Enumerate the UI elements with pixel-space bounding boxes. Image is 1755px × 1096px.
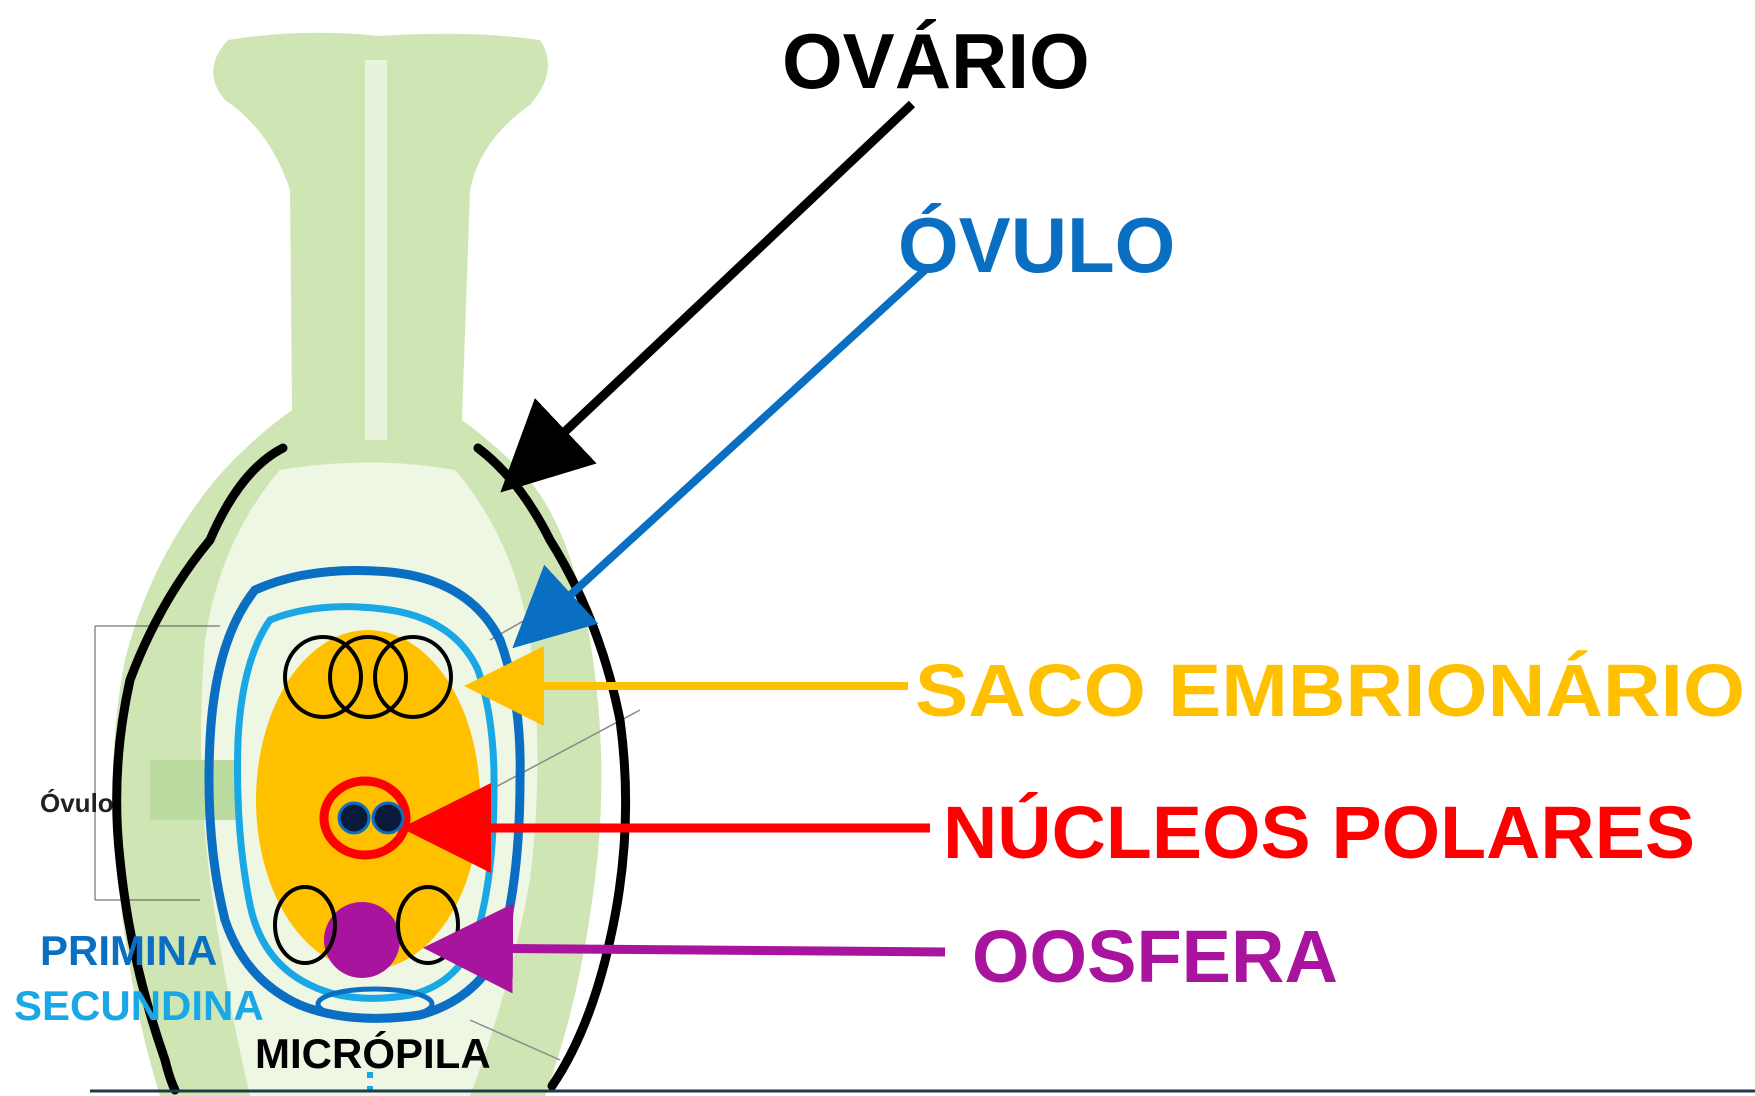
nucleos-polares-label: NÚCLEOS POLARES	[943, 791, 1695, 874]
secundina-label: SECUNDINA	[14, 982, 264, 1029]
ovulo-arrow	[512, 267, 928, 649]
oosfera-arrow	[423, 903, 946, 994]
antipodal-cell	[328, 635, 408, 719]
antipodal-cell	[283, 635, 363, 719]
style-canal	[365, 60, 387, 440]
ovulo-label: ÓVULO	[898, 201, 1175, 289]
micropyle-opening	[315, 986, 435, 1022]
synergid-cell	[273, 885, 337, 965]
ovary-outline	[112, 443, 631, 1095]
ovary-outline-left	[112, 443, 288, 1095]
oosfera-label: OOSFERA	[972, 915, 1338, 998]
antipodal-cells	[283, 635, 453, 719]
background-ovulo-label: Óvulo	[40, 788, 114, 818]
oosfera-cell	[324, 902, 400, 978]
ovary-outline-right	[473, 443, 631, 1091]
saco-embrionario-label: SACO EMBRIONÁRIO	[915, 649, 1745, 732]
primina-label: PRIMINA	[40, 927, 217, 974]
arrows	[401, 100, 946, 994]
funiculus	[150, 760, 240, 820]
antipodal-cell	[373, 635, 453, 719]
polar-nucleus	[371, 801, 405, 835]
micropila-label: MICRÓPILA	[255, 1029, 491, 1077]
polar-nucleus	[337, 801, 371, 835]
ovario-arrow	[500, 100, 916, 493]
labels: OVÁRIO ÓVULO SACO EMBRIONÁRIO NÚCLEOS PO…	[14, 17, 1745, 1077]
ovario-label: OVÁRIO	[782, 17, 1090, 105]
